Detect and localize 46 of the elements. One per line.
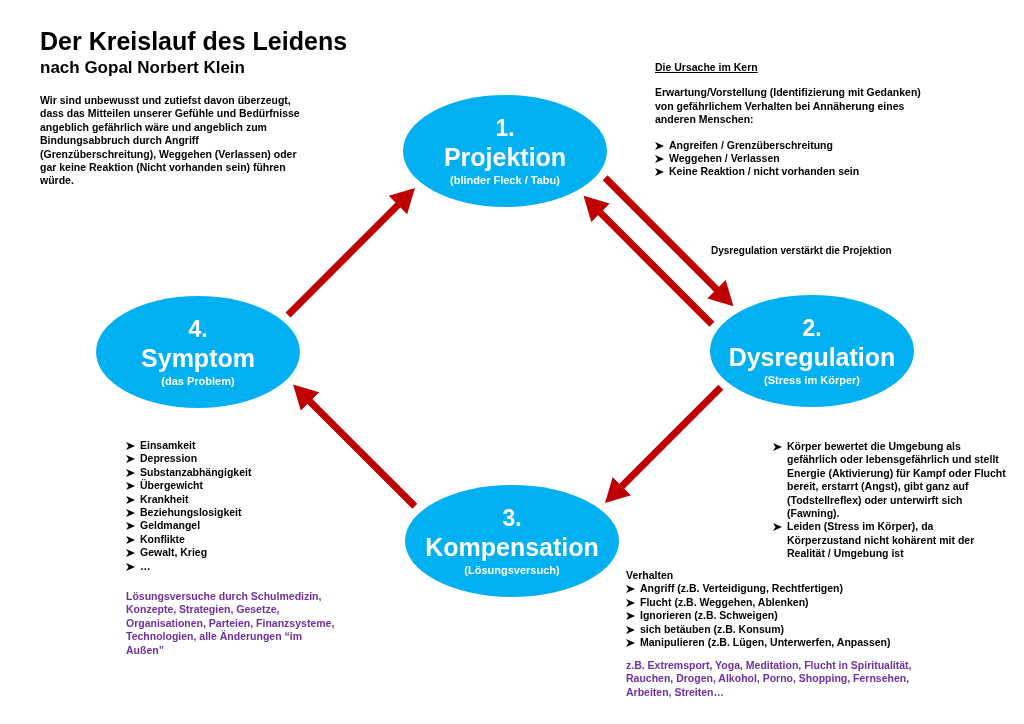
list-item: Gewalt, Krieg [140, 546, 208, 560]
arrow [581, 193, 715, 327]
list-item: Substanzabhängigkeit [140, 465, 252, 479]
section-heading: Die Ursache im Kern [655, 61, 759, 75]
step-title: Symptom [141, 342, 255, 374]
step-title: Dysregulation [728, 341, 896, 373]
step-subtitle: (das Problem) [161, 373, 235, 389]
note-text: Lösungsversuche durch Schulmedizin, Konzepte, Strategien, Gesetze, Organisationen, Parteien, Finanzsysteme, Technologien, alle Änderungen “im Außen” [126, 590, 336, 658]
list-item: Angriff (z.B. Verteidigung, Rechtfertigen) [640, 582, 843, 596]
arrow [602, 175, 736, 309]
list-item: Geldmangel [140, 519, 201, 533]
list-item: Weggehen / Verlassen [669, 152, 780, 166]
step-title: Projektion [443, 141, 567, 173]
arrow [290, 382, 418, 509]
list-item: Flucht (z.B. Weggehen, Ablenken) [640, 595, 809, 610]
step-subtitle: (Lösungsversuch) [464, 562, 560, 578]
list-item: Einsamkeit [140, 439, 196, 453]
list-item: Körper bewertet die Umgebung als gefährlich oder lebensgefährlich und stellt Energie (Aktivierung) für Kampf oder Flucht bereit, erstarrt (Angst), gibt ganz auf (Todstellreflex) oder unterwirft sich (Fawning). [787, 440, 1007, 521]
list-item: Konflikte [140, 532, 185, 547]
step-subtitle: (blinder Fleck / Tabu) [450, 172, 560, 188]
list-item: sich betäuben (z.B. Konsum) [640, 622, 785, 637]
step-number: 3. [502, 504, 522, 532]
list-item: Übergewicht [140, 479, 203, 493]
list-item: Ignorieren (z.B. Schweigen) [640, 609, 778, 623]
list-heading: Verhalten [626, 569, 675, 583]
list-item: Depression [140, 452, 198, 466]
list-item: … [140, 559, 151, 574]
step-subtitle: (Stress im Körper) [764, 372, 860, 388]
annotation-text: Dysregulation verstärkt die Projektion [711, 245, 893, 257]
list-item: Leiden (Stress im Körper), da Körperzustand nicht kohärent mit der Realität / Umgebung ist [787, 520, 976, 561]
arrow [602, 384, 724, 506]
list-item: Keine Reaktion / nicht vorhanden sein [669, 165, 860, 179]
step-number: 1. [495, 114, 515, 142]
subtitle: nach Gopal Norbert Klein [40, 57, 246, 78]
note-text: z.B. Extremsport, Yoga, Meditation, Flucht in Spiritualität, Rauchen, Drogen, Alkohol, Porno, Shopping, Fernsehen, Arbeiten, Streiten… [626, 659, 913, 700]
description-text: Erwartung/Vorstellung (Identifizierung mit Gedanken) von gefährlichem Verhalten bei Annäherung eines anderen Menschen: [655, 86, 922, 127]
step-number: 2. [802, 314, 822, 342]
intro-paragraph: Wir sind unbewusst und zutiefst davon überzeugt, dass das Mitteilen unserer Gefühle und Bedürfnisse angeblich gefährlich wäre und angeblich zum Bindungsabbruch durch Angriff (Grenzüberschreitung), Weggehen (Verlassen) oder gar keine Reaktion (Nicht vorhanden sein) führen würde. [40, 94, 301, 188]
list-item: Manipulieren (z.B. Lügen, Unterwerfen, Anpassen) [640, 636, 891, 650]
title: Der Kreislauf des Leidens [40, 26, 348, 56]
arrow [285, 185, 418, 318]
list-item: Angreifen / Grenzüberschreitung [669, 138, 833, 153]
list-item: Krankheit [140, 492, 189, 507]
step-title: Kompensation [425, 531, 599, 563]
step-number: 4. [188, 315, 208, 343]
list-item: Beziehungslosigkeit [140, 506, 242, 520]
